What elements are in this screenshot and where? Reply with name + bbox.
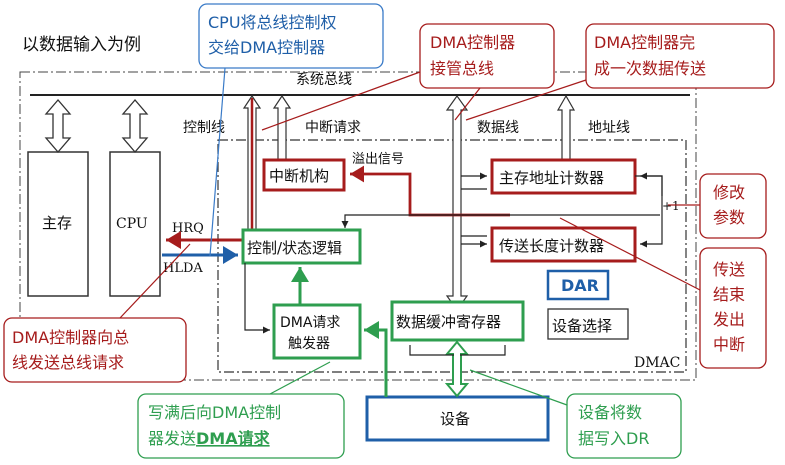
buffer-fill-wire-2 bbox=[460, 345, 506, 356]
overflow-signal-arrow bbox=[350, 165, 510, 217]
device-select-box bbox=[547, 308, 629, 340]
callout-dma-bus-request bbox=[3, 317, 187, 383]
addr-plus-one-loop bbox=[635, 175, 663, 215]
main-memory-label: 主存 bbox=[42, 214, 72, 232]
callout-dma-request-line1: 写满后向DMA控制 bbox=[148, 403, 281, 422]
callout-dma-done-leader bbox=[465, 79, 587, 121]
device-select-label: 设备选择 bbox=[552, 317, 612, 335]
callout-end-interrupt bbox=[699, 247, 767, 369]
dma-trigger-label-2: 触发器 bbox=[288, 336, 330, 352]
dma-trigger-label-1: DMA请求 bbox=[280, 315, 340, 331]
data-buffer-box bbox=[390, 300, 525, 342]
callout-dma-done-line2: 成一次数据传送 bbox=[594, 59, 706, 78]
control-line-label: 控制线 bbox=[183, 120, 225, 136]
data-buffer-label: 数据缓冲寄存器 bbox=[396, 313, 501, 331]
callout-end-interrupt-line1: 传送 bbox=[713, 260, 745, 279]
dar-box bbox=[546, 269, 610, 301]
device-to-buffer-arrow bbox=[444, 340, 470, 398]
control-wire bbox=[341, 214, 660, 228]
trigger-wire bbox=[244, 263, 270, 334]
dma-trigger-box bbox=[272, 303, 362, 360]
address-line-arrow bbox=[556, 94, 576, 163]
hrq-label: HRQ bbox=[172, 221, 204, 236]
callout-modify-params-line1: 修改 bbox=[713, 183, 745, 202]
main-memory-bus-arrow bbox=[44, 99, 72, 153]
interrupt-unit-label: 中断机构 bbox=[269, 167, 329, 185]
address-line-label: 地址线 bbox=[588, 120, 630, 136]
callout-dma-take-bus bbox=[419, 23, 555, 89]
interrupt-request-arrow bbox=[272, 94, 292, 163]
callout-end-interrupt-line2: 结束 bbox=[713, 285, 745, 304]
control-logic-label: 控制/状态逻辑 bbox=[247, 239, 342, 257]
callout-device-write-line2: 据写入DR bbox=[578, 429, 649, 448]
callout-modify-params bbox=[699, 173, 767, 239]
system-bus-label: 系统总线 bbox=[296, 72, 352, 88]
main-memory-box bbox=[27, 151, 89, 297]
callout-dma-done-line1: DMA控制器完 bbox=[594, 33, 695, 52]
hlda-label: HLDA bbox=[163, 261, 203, 276]
cpu-label: CPU bbox=[116, 216, 148, 232]
callout-device-write bbox=[566, 393, 682, 459]
callout-end-interrupt-line4: 中断 bbox=[713, 335, 745, 354]
callout-dma-take-bus-line1: DMA控制器 bbox=[430, 33, 515, 52]
overflow-signal-label: 溢出信号 bbox=[352, 152, 404, 167]
callout-dma-request-line2: 器发送DMA请求 bbox=[148, 429, 271, 448]
dmac-label: DMAC bbox=[634, 355, 680, 371]
callout-end-interrupt-leader bbox=[559, 217, 701, 291]
callout-dma-take-bus-line2: 接管总线 bbox=[430, 59, 494, 78]
callout-modify-params-line2: 参数 bbox=[713, 208, 745, 227]
addr-feedback bbox=[640, 172, 663, 196]
callout-cpu-handover bbox=[198, 3, 384, 69]
interrupt-unit-box bbox=[262, 158, 346, 192]
callout-end-interrupt-line3: 发出 bbox=[713, 310, 745, 329]
callout-cpu-handover-line1: CPU将总线控制权 bbox=[208, 13, 337, 32]
callout-dma-request-line2-a: 器发送 bbox=[148, 429, 196, 448]
callout-dma-request-leader bbox=[269, 361, 331, 395]
address-counter-box bbox=[490, 158, 637, 195]
outer-frame bbox=[19, 71, 697, 381]
interrupt-request-label: 中断请求 bbox=[305, 120, 361, 136]
cpu-box bbox=[109, 151, 161, 297]
callout-dma-done bbox=[585, 23, 775, 89]
callout-dma-take-bus-leader-1 bbox=[261, 71, 421, 131]
length-counter-label: 传送长度计数器 bbox=[499, 237, 604, 255]
data-line-arrow bbox=[445, 94, 469, 312]
callout-cpu-handover-line2: 交给DMA控制器 bbox=[208, 38, 325, 57]
device-to-trigger-wire bbox=[364, 321, 388, 397]
callout-device-write-leader bbox=[469, 369, 568, 406]
data-line-label: 数据线 bbox=[477, 120, 519, 136]
callout-dma-bus-request-leader bbox=[119, 243, 191, 319]
callout-dma-bus-request-line1: DMA控制器向总 bbox=[12, 328, 129, 347]
plus-one-label: +1 bbox=[662, 199, 680, 213]
callout-dma-request-line2-b: DMA请求 bbox=[196, 429, 271, 448]
buffer-fill-wire bbox=[409, 345, 454, 356]
device-label: 设备 bbox=[440, 410, 470, 428]
callout-dma-request bbox=[137, 393, 345, 459]
callout-cpu-handover-leader bbox=[209, 67, 226, 257]
callout-device-write-line1: 设备将数 bbox=[578, 403, 642, 422]
address-counter-label: 主存地址计数器 bbox=[499, 169, 604, 187]
callout-dma-bus-request-line2: 线发送总线请求 bbox=[12, 353, 124, 372]
dar-label: DAR bbox=[561, 276, 599, 295]
device-box bbox=[365, 395, 550, 442]
control-logic-box bbox=[241, 228, 362, 265]
length-plus-one-loop bbox=[640, 215, 663, 248]
cpu-bus-arrow bbox=[121, 99, 149, 153]
diagram-title: 以数据输入为例 bbox=[22, 35, 141, 55]
callout-dma-take-bus-leader-2 bbox=[454, 87, 481, 121]
